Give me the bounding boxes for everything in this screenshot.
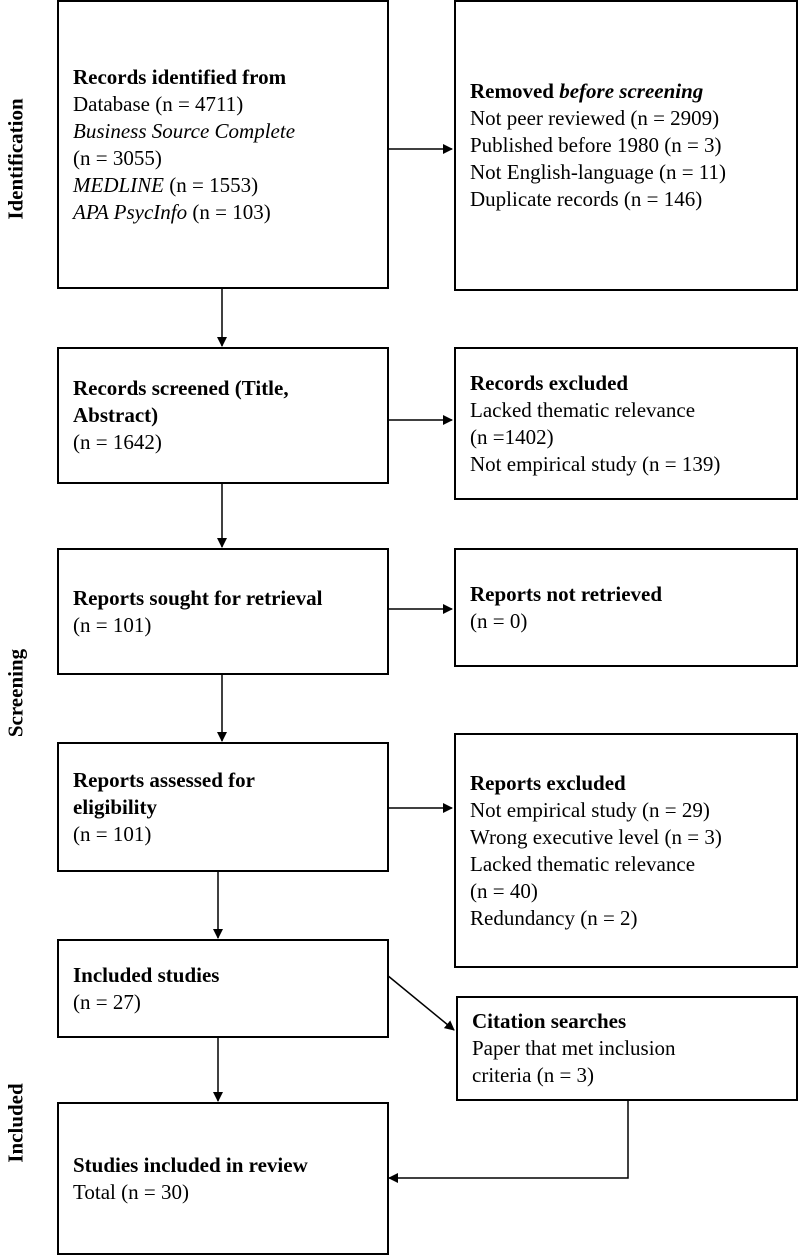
records-identified-title: Records identified from	[73, 64, 287, 89]
citation-searches-item: criteria (n = 3)	[472, 1063, 595, 1087]
citation-searches-item: Paper that met inclusion	[472, 1036, 676, 1060]
studies-in-review-title: Studies included in review	[73, 1152, 308, 1177]
reports-assessed-title-line1: Reports assessed for	[73, 767, 255, 792]
reports-not-retrieved-title: Reports not retrieved	[470, 581, 663, 606]
reports-assessed-count: (n = 101)	[73, 821, 152, 846]
box-records-excluded: Records excluded Lacked thematic relevan…	[454, 347, 798, 500]
studies-in-review-total: Total (n = 30)	[73, 1179, 189, 1204]
box-removed-before-screening: Removed before screening Not peer review…	[454, 0, 798, 291]
box-citation-searches: Citation searches Paper that met inclusi…	[456, 996, 798, 1101]
box-records-identified: Records identified from Database (n = 47…	[57, 0, 389, 289]
records-excluded-item: (n =1402)	[470, 424, 554, 449]
arrow-citation-to-review	[388, 1099, 629, 1183]
removed-item: Not English-language (n = 11)	[470, 160, 727, 184]
reports-assessed-title-line2: eligibility	[73, 794, 157, 819]
box-studies-included-in-review: Studies included in review Total (n = 30…	[57, 1102, 389, 1255]
reports-excluded-item: Wrong executive level (n = 3)	[470, 824, 722, 849]
records-screened-title-line2: Abstract)	[73, 403, 159, 427]
removed-title-prefix: Removed	[470, 79, 560, 103]
source-business-source-complete: Business Source Complete	[73, 118, 296, 143]
box-included-studies: Included studies (n = 27)	[57, 939, 389, 1038]
arrow-included-to-citation	[386, 974, 455, 1031]
records-screened-count: (n = 1642)	[73, 430, 162, 454]
records-screened-title-line1: Records screened (Title,	[73, 376, 289, 400]
included-studies-title: Included studies	[73, 962, 220, 987]
records-excluded-title: Records excluded	[470, 370, 629, 395]
reports-excluded-title: Reports excluded	[470, 770, 626, 795]
source-apa-psycinfo: APA PsycInfo	[73, 199, 188, 224]
reports-excluded-item: Not empirical study (n = 29)	[470, 797, 710, 822]
removed-item: Not peer reviewed (n = 2909)	[470, 106, 720, 130]
box-records-screened: Records screened (Title, Abstract) (n = …	[57, 347, 389, 484]
box-reports-assessed: Reports assessed for eligibility (n = 10…	[57, 742, 389, 872]
removed-item: Duplicate records (n = 146)	[470, 187, 703, 211]
reports-excluded-item: Redundancy (n = 2)	[470, 905, 638, 930]
box-reports-sought: Reports sought for retrieval (n = 101)	[57, 548, 389, 675]
reports-excluded-item: (n = 40)	[470, 878, 538, 903]
included-studies-count: (n = 27)	[73, 989, 141, 1014]
reports-sought-count: (n = 101)	[73, 612, 152, 637]
box-reports-excluded: Reports excluded Not empirical study (n …	[454, 733, 798, 968]
records-excluded-item: Lacked thematic relevance	[470, 397, 696, 422]
reports-not-retrieved-count: (n = 0)	[470, 608, 528, 633]
removed-title: Removed before screening	[470, 78, 782, 105]
source-medline-line: MEDLINE (n = 1553)	[73, 172, 373, 199]
removed-title-emphasis: before screening	[559, 79, 704, 103]
reports-sought-title: Reports sought for retrieval	[73, 585, 323, 610]
database-count: Database (n = 4711)	[73, 91, 244, 116]
source-apa-psycinfo-count: (n = 103)	[187, 199, 271, 224]
removed-item: Published before 1980 (n = 3)	[470, 133, 722, 157]
source-apa-psycinfo-line: APA PsycInfo (n = 103)	[73, 199, 373, 226]
citation-searches-title: Citation searches	[472, 1009, 627, 1033]
source-medline-count: (n = 1553)	[164, 172, 259, 197]
box-reports-not-retrieved: Reports not retrieved (n = 0)	[454, 548, 798, 667]
reports-excluded-item: Lacked thematic relevance	[470, 851, 696, 876]
source-business-source-complete-count: (n = 3055)	[73, 145, 162, 170]
source-medline: MEDLINE	[73, 172, 164, 197]
records-excluded-item: Not empirical study (n = 139)	[470, 451, 721, 476]
